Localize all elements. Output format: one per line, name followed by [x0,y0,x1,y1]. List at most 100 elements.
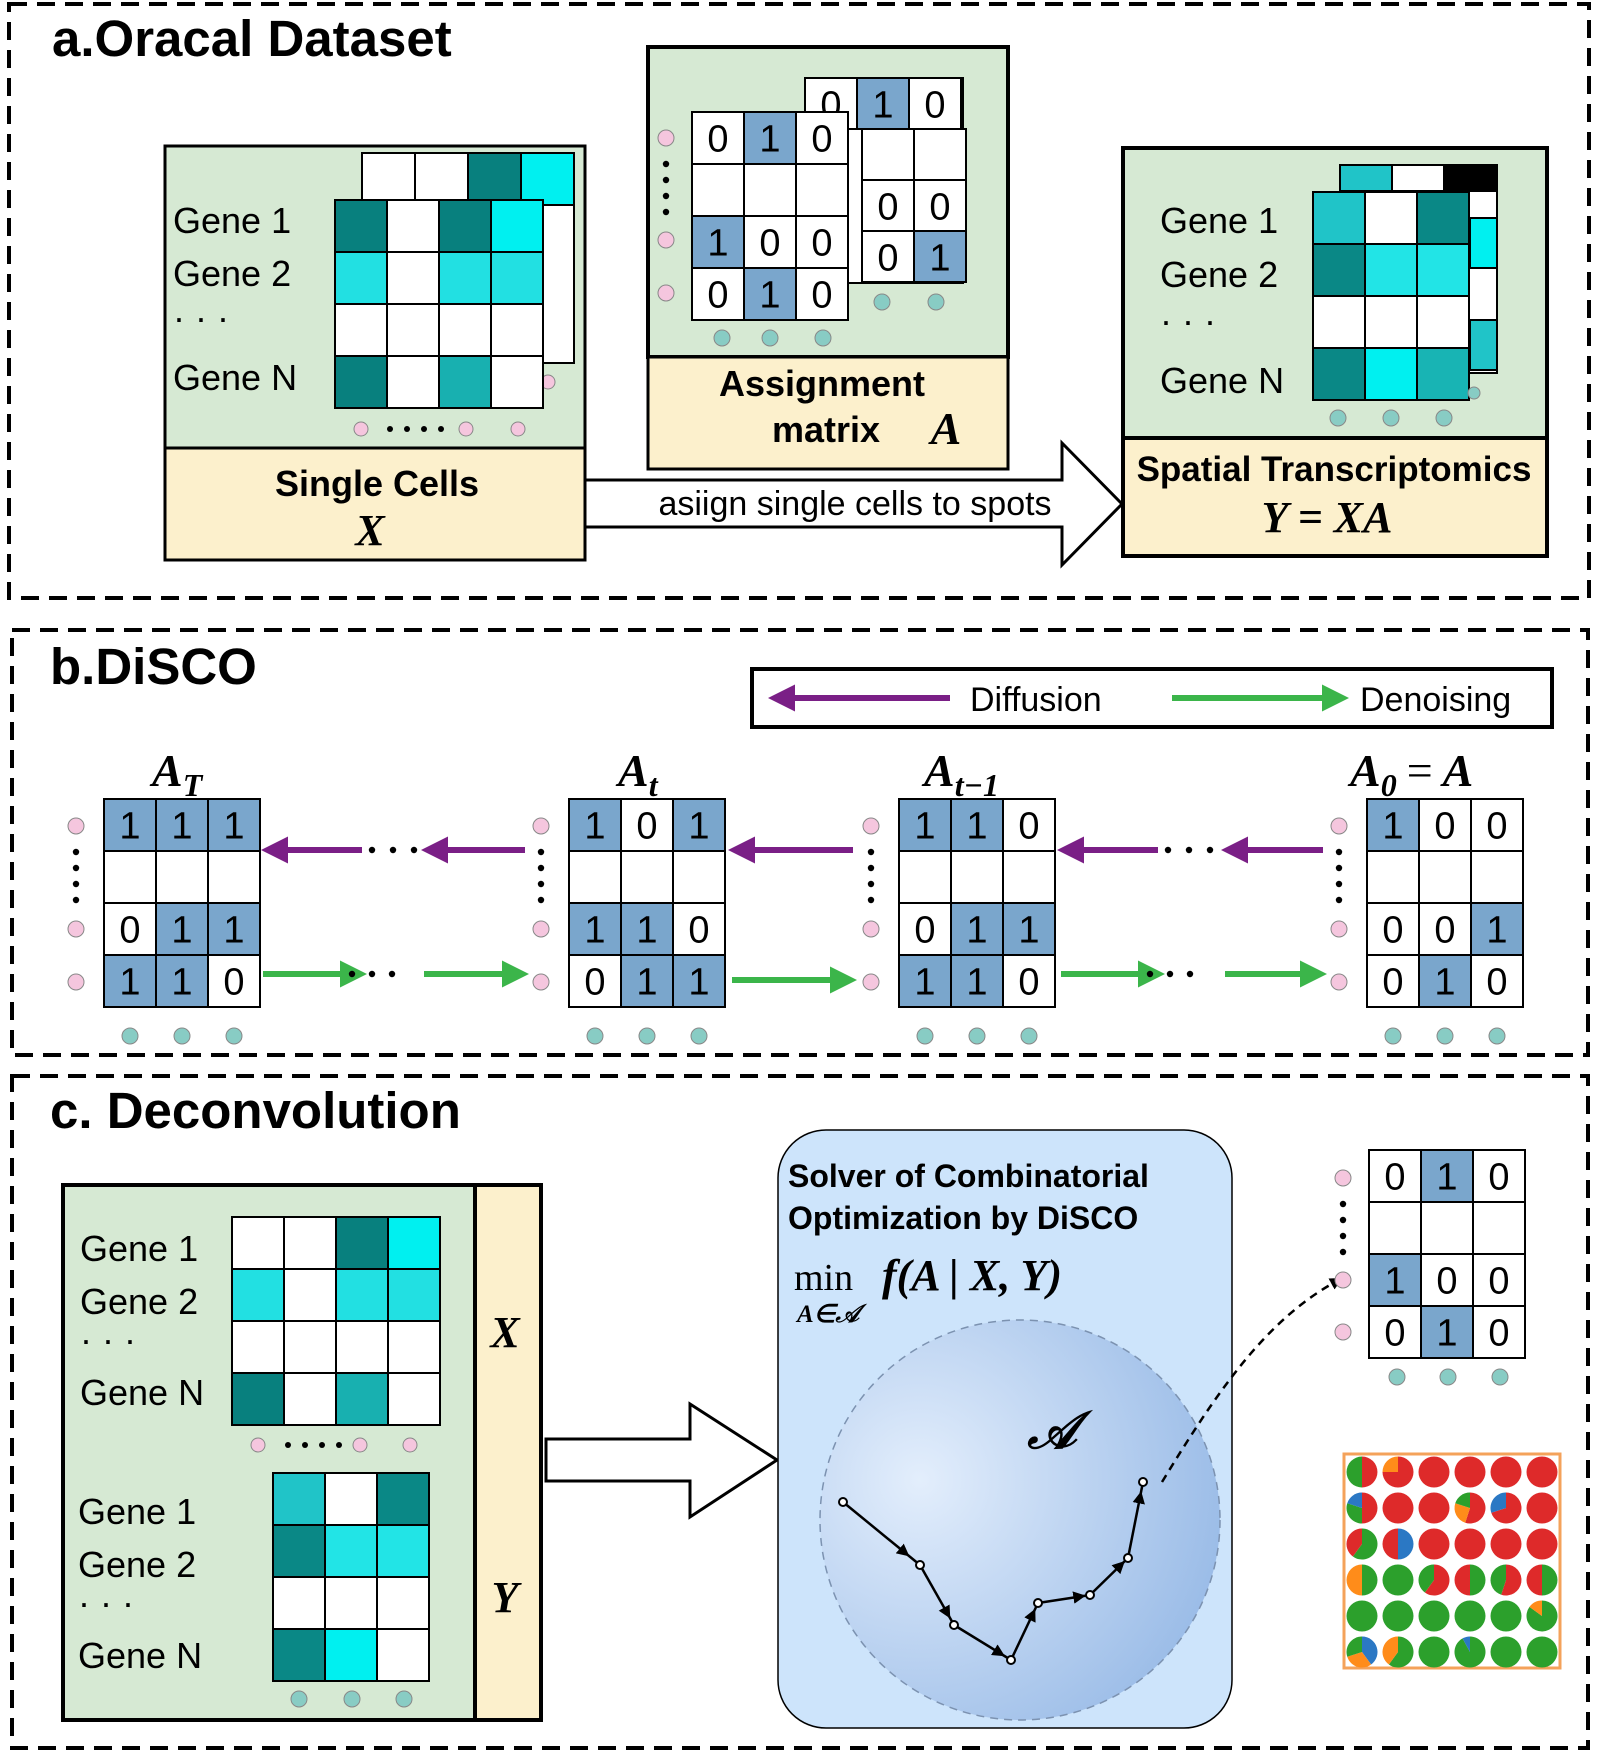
chain-matrix-cell [672,850,726,904]
chain-matrix-cell-value: 1 [223,910,244,952]
ellipsis-dot [72,848,80,856]
chain-matrix-cell-value: 0 [584,962,605,1004]
pie-spot [1346,1528,1378,1560]
y-matrix-cell [272,1628,326,1682]
input-dots [250,1437,418,1708]
single-cells-front-cell [490,251,544,305]
spot-dot [1020,1027,1038,1045]
ellipsis-dot [537,848,545,856]
x-matrix-cell [335,1372,389,1426]
ellipsis-dot [867,896,875,904]
assignment-front-cell-value: 0 [707,275,728,317]
ellipsis-dot [319,1442,325,1448]
ellipsis-dot [1339,1216,1347,1224]
assignment-front-cell-value: 1 [759,275,780,317]
spatial-front-matrix [1312,191,1470,401]
solve-arrow [544,1401,780,1520]
assignment-front-cell-value: 1 [759,119,780,161]
spatial-front-cell [1364,347,1418,401]
spatial-front-cell [1364,295,1418,349]
cell-dot [67,973,85,991]
chain-matrix-cell-value: 1 [223,806,244,848]
x-matrix-cell [231,1216,285,1270]
chain-matrix-cell [950,954,1004,1008]
label-a-T: AT [149,745,204,803]
single-cells-symbol: X [353,506,386,555]
assignment-front-cell [743,267,797,321]
pie-spot [1418,1636,1450,1668]
assignment-caption-line1: Assignment [719,363,925,404]
single-cells-front-cell [334,199,388,253]
cell-dot [862,920,880,938]
ellipsis-dot [662,192,670,200]
spatial-caption: Spatial Transcriptomics [1137,450,1532,489]
objective-expr: f(A | X, Y) [882,1251,1062,1300]
spot-dot [761,329,779,347]
result-matrix-cell [1368,1201,1422,1255]
single-cells-front-cell [490,199,544,253]
path-step [842,1501,910,1557]
spatial-front-cell [1416,243,1470,297]
y-matrix-cell [324,1628,378,1682]
label-a-t: At [615,745,659,803]
cell-dot [352,1437,368,1453]
pie-spot [1490,1456,1522,1488]
pie-spot [1454,1600,1486,1632]
x-matrix-cell [335,1268,389,1322]
x-matrix-cell [283,1268,337,1322]
single-cells-front-cell [334,355,388,409]
assignment-dots [657,129,945,347]
ellipsis-dot [438,426,444,432]
path-step [1089,1561,1125,1596]
result-matrix-cell-value: 0 [1384,1313,1405,1355]
chain-matrix-cell-value: 1 [914,806,935,848]
pie-spot [1526,1564,1558,1596]
single-cells-front-cell [438,303,492,357]
path-node [949,1620,959,1630]
result-matrix-cell [1368,1305,1422,1359]
optimization-path [838,1477,1148,1665]
result-matrix-cell-value: 1 [1436,1313,1457,1355]
assignment-front-cell [795,111,849,165]
assignment-back-cell [908,77,962,130]
pie-spot [1490,1636,1522,1668]
pie-spot [1382,1564,1414,1596]
cell-dot [402,1437,418,1453]
assignment-back-cell-value: 1 [929,238,950,280]
chain-matrix-cell-value: 1 [636,910,657,952]
assignment-back-cell [861,128,915,181]
legend-denoising: Denoising [1360,681,1511,719]
assignment-front-cell-value: 0 [707,119,728,161]
cell-dot [510,421,526,437]
spot-dot [1388,1368,1406,1386]
ellipsis-dot [1339,1248,1347,1256]
chain-matrix-cell-value: 1 [584,910,605,952]
chain-matrix-cell-value: 0 [688,910,709,952]
assignment-caption-line2: matrix [772,409,880,450]
chain-matrix-cell [207,850,261,904]
y-matrix-cell [272,1576,326,1630]
assignment-back-cell-value: 0 [924,85,945,127]
assignment-front-cell [795,215,849,269]
ellipsis-dot [662,208,670,216]
single-cells-front-cell [334,303,388,357]
assignment-back-cell [861,230,915,283]
assignment-front-cell-value: 0 [811,275,832,317]
legend: Diffusion Denoising [750,667,1554,729]
ellipsis-dot [662,160,670,168]
spatial-front-cell [1416,295,1470,349]
gene-label: Gene N [1160,360,1284,401]
spot-dot [1467,386,1481,400]
assignment-back-cell-value: 0 [929,187,950,229]
chain-matrix-cell-value: 0 [636,806,657,848]
chain-matrix-cell [620,850,674,904]
chain-matrix-cell [568,902,622,956]
chain-matrix-cell [898,798,952,852]
result-matrix-cell-value: 1 [1384,1261,1405,1303]
